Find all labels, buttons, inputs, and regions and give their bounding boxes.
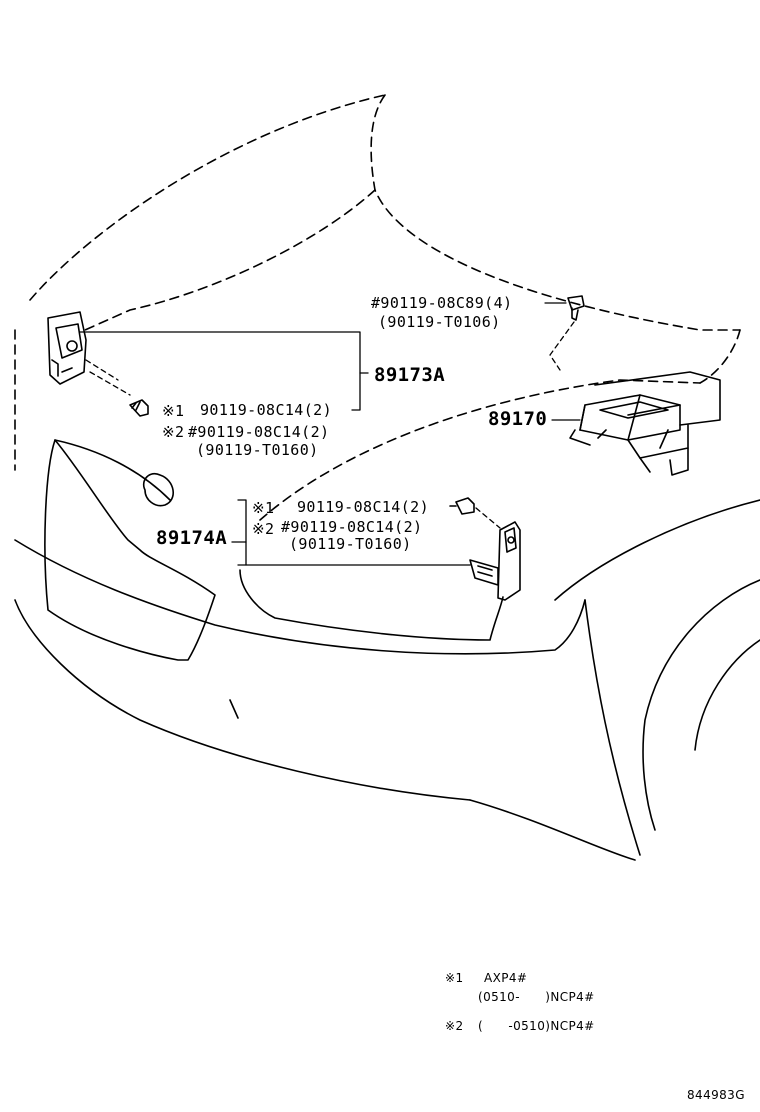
bolt-89174A-2-alt-label: (90119-T0160) <box>289 535 412 553</box>
note-mark-2: ※2 <box>162 423 185 441</box>
bolt-89174A-2-label: #90119-08C14(2) <box>281 518 423 536</box>
note-mark-1: ※1 <box>162 402 185 420</box>
bolt-89174A-1-label: 90119-08C14(2) <box>297 498 430 516</box>
part-89170-label[interactable]: 89170 <box>488 408 548 430</box>
sensor-89173A-leader <box>79 331 369 411</box>
footnote-2-mark: ※2 <box>445 1019 464 1033</box>
note-mark-1: ※1 <box>252 499 275 517</box>
bolt-shape-2 <box>449 497 475 515</box>
bolt-89173A-1-label: 90119-08C14(2) <box>200 401 333 419</box>
bolt-shape-1 <box>129 399 149 417</box>
bracket-89174A-leader <box>231 499 501 566</box>
footnote-1-mark: ※1 <box>445 971 464 985</box>
front-sensor-89173A-shape <box>47 311 87 385</box>
part-89173A-label[interactable]: 89173A <box>374 364 446 386</box>
bolt-alt-label: (90119-T0106) <box>378 313 501 331</box>
bolt-main-label: #90119-08C89(4) <box>371 294 513 312</box>
bolt-89173A-2-alt-label: (90119-T0160) <box>196 441 319 459</box>
footnote-1-line1: AXP4# <box>484 971 528 985</box>
footnote-2-line1: ( -0510)NCP4# <box>478 1019 595 1033</box>
part-89174A-label[interactable]: 89174A <box>156 527 228 549</box>
bolt-shape-upper <box>544 295 585 371</box>
footnote-1-line2: (0510- )NCP4# <box>478 990 595 1004</box>
hood-outline <box>14 94 741 521</box>
illustration-code: 844983G <box>687 1088 745 1102</box>
note-mark-2: ※2 <box>252 520 275 538</box>
front-sensor-89174A-shape <box>469 521 521 601</box>
airbag-ecu-89170-shape <box>551 371 721 476</box>
bolt-89173A-2-label: #90119-08C14(2) <box>188 423 330 441</box>
front-body-outline <box>14 439 760 861</box>
